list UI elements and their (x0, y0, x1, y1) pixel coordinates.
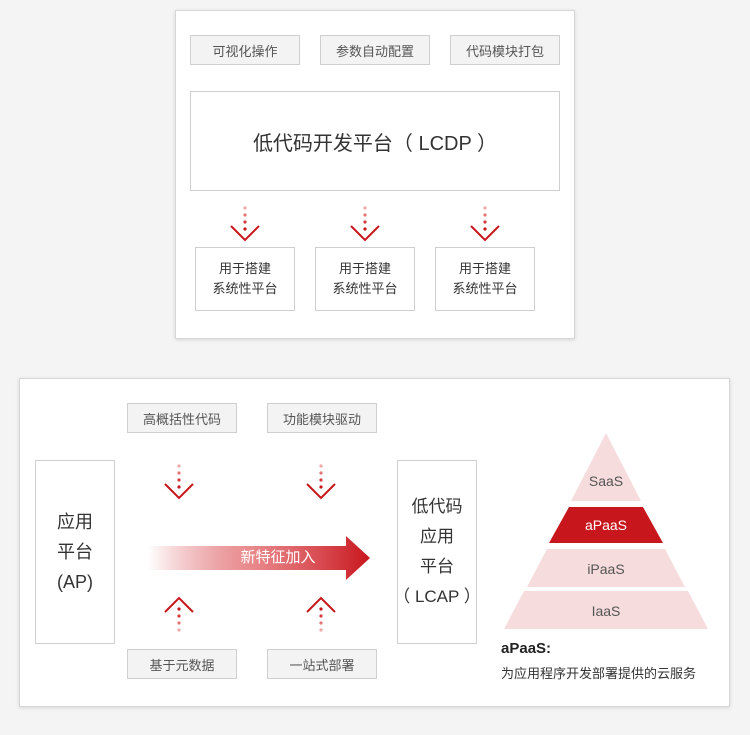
pyramid-caption-title: aPaaS: (501, 640, 552, 657)
lcdp-title: 低代码开发平台（ LCDP ） (252, 132, 498, 155)
arrow-up-icon (306, 596, 336, 632)
chip-metadata-based: 基于元数据 (127, 649, 237, 679)
tier-label-saas: SaaS (588, 473, 624, 489)
arrow-up-icon (164, 596, 194, 632)
lcap-line4: （ LCAP ） (393, 587, 481, 606)
tier-label-ipaas: iPaaS (587, 561, 625, 577)
pyramid-caption-desc: 为应用程序开发部署提供的云服务 (501, 666, 697, 681)
ap-line3: (AP) (57, 572, 93, 592)
ap-line1: 应用 (57, 512, 93, 532)
chip-auto-config: 参数自动配置 (320, 35, 430, 65)
feature-label: 新特征加入 (240, 549, 316, 566)
platform-box: 用于搭建 系统性平台 (315, 247, 415, 311)
lcap-line2: 应用 (420, 527, 454, 546)
platform-line1: 用于搭建 (458, 261, 511, 276)
ap-box: 应用 平台 (AP) (35, 460, 115, 644)
chip-high-level-code: 高概括性代码 (127, 403, 237, 433)
lcap-panel: 高概括性代码 功能模块驱动 应用 平台 (AP) 新特征加入 基于 (19, 378, 730, 707)
ap-line2: 平台 (57, 542, 93, 562)
platform-line1: 用于搭建 (218, 261, 271, 276)
lcap-line3: 平台 (420, 557, 454, 576)
pyramid-tier-ipaas (527, 549, 685, 587)
feature-arrow (148, 536, 370, 580)
arrow-down-icon (306, 464, 336, 500)
platform-box: 用于搭建 系统性平台 (435, 247, 535, 311)
pyramid-tier-iaas (504, 591, 708, 629)
tier-label-iaas: IaaS (591, 603, 621, 619)
lcdp-panel: 可视化操作 参数自动配置 代码模块打包 低代码开发平台（ LCDP ） 用于搭建… (175, 10, 575, 339)
platform-box: 用于搭建 系统性平台 (195, 247, 295, 311)
arrow-down-icon (164, 464, 194, 500)
chip-one-stop-deploy: 一站式部署 (267, 649, 377, 679)
chip-module-packaging: 代码模块打包 (450, 35, 560, 65)
arrow-down-icon (230, 206, 260, 242)
platform-line2: 系统性平台 (452, 281, 518, 296)
tier-label-apaas: aPaaS (584, 517, 628, 533)
pyramid-tier-saas (571, 433, 641, 501)
cloud-pyramid (504, 433, 708, 629)
arrow-down-icon (470, 206, 500, 242)
platform-line2: 系统性平台 (332, 281, 398, 296)
chip-visual-operation: 可视化操作 (190, 35, 300, 65)
lcap-line1: 低代码 (411, 497, 463, 516)
chip-module-driven: 功能模块驱动 (267, 403, 377, 433)
pyramid-tier-apaas (549, 507, 663, 543)
platform-line2: 系统性平台 (212, 281, 278, 296)
lcap-box: 低代码 应用 平台 （ LCAP ） (393, 460, 481, 644)
lcdp-title-box: 低代码开发平台（ LCDP ） (190, 91, 560, 191)
arrow-down-icon (350, 206, 380, 242)
platform-line1: 用于搭建 (338, 261, 391, 276)
